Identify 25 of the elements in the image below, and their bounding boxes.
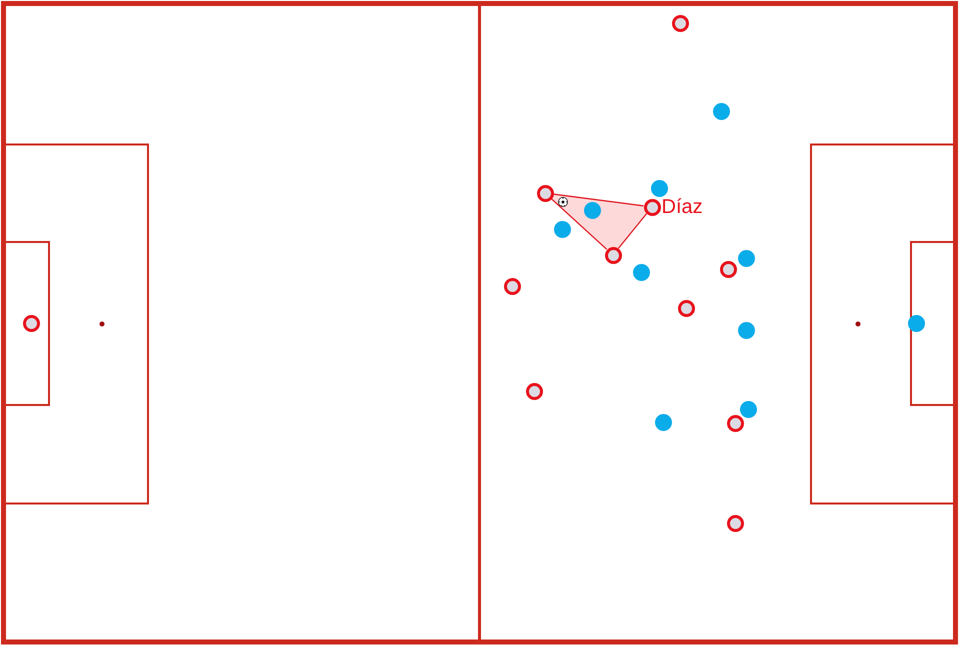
player-ring-marker (726, 414, 744, 432)
player-ring-marker (604, 246, 622, 264)
player-dot-marker (632, 264, 650, 280)
player-ring-marker (678, 300, 694, 316)
player-dot-marker (740, 400, 756, 418)
player-dot-marker (908, 314, 924, 332)
player-ring-marker (526, 382, 542, 400)
connector-line (550, 198, 608, 250)
player-dot-marker (650, 180, 668, 196)
player-ring-marker (672, 14, 688, 32)
player-ring-marker (726, 514, 744, 532)
connector-line (553, 194, 644, 206)
player-dot-marker (584, 202, 600, 218)
player-ring-marker (644, 198, 660, 216)
player-ring-marker (536, 184, 554, 202)
player-ring-marker (22, 314, 40, 332)
player-ring-marker (720, 260, 736, 278)
player-dot-marker (554, 220, 570, 238)
player-dot-marker (738, 322, 754, 338)
player-ring-marker (504, 278, 520, 294)
player-dot-marker (654, 414, 672, 430)
player-dot-marker (712, 102, 730, 120)
player-dot-marker (738, 250, 754, 266)
connector-line (618, 213, 648, 249)
player-name-label: Díaz (662, 197, 703, 217)
